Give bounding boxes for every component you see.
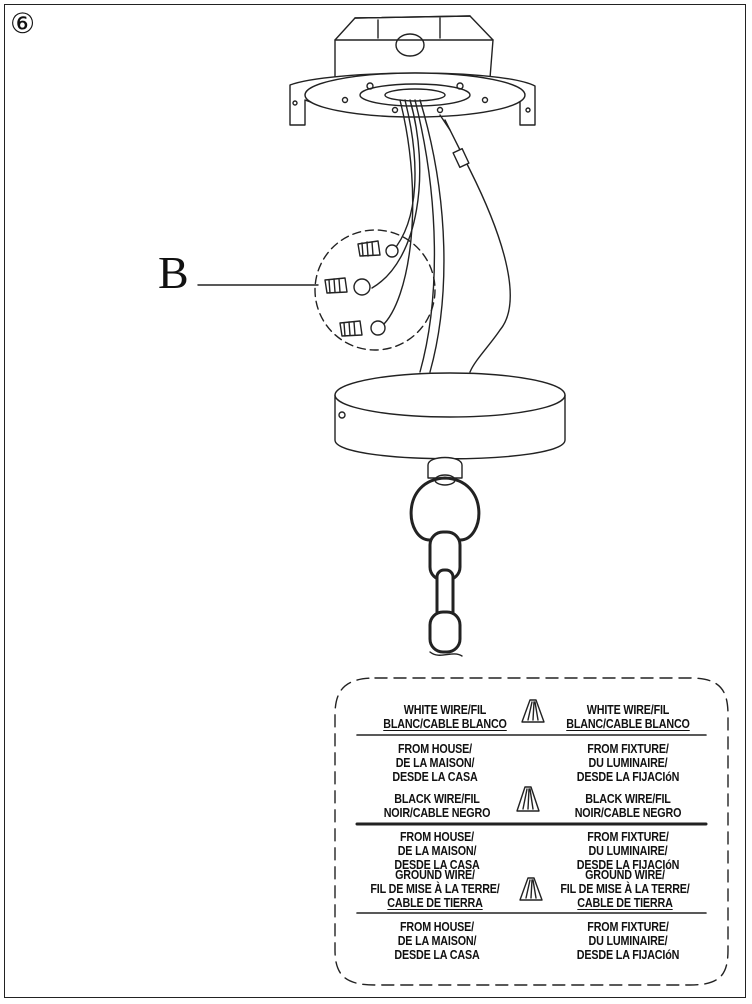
ground-wire-label-left: GROUND WIRE/ FIL DE MISE À LA TERRE/ CAB… — [370, 868, 500, 910]
loop-and-chain — [409, 456, 481, 657]
wiring-legend-outline — [334, 677, 729, 986]
from-fixture-label-1: FROM FIXTURE/ DU LUMINAIRE/ DESDE LA FIJ… — [576, 742, 680, 784]
from-house-label-2: FROM HOUSE/ DE LA MAISON/ DESDE LA CASA — [394, 830, 480, 872]
legend-wire-nuts — [516, 699, 545, 901]
black-wire-label-left: BLACK WIRE/FIL NOIR/CABLE NEGRO — [383, 792, 491, 820]
white-wire-label-left: WHITE WIRE/FIL BLANC/CABLE BLANCO — [383, 703, 507, 731]
connections-detail-circle — [314, 229, 436, 351]
from-fixture-label-2: FROM FIXTURE/ DU LUMINAIRE/ DESDE LA FIJ… — [576, 830, 680, 872]
figure-frame — [4, 4, 746, 998]
canopy — [334, 372, 566, 460]
from-fixture-label-3: FROM FIXTURE/ DU LUMINAIRE/ DESDE LA FIJ… — [576, 920, 680, 962]
supply-wires — [371, 99, 511, 373]
callout-label-b: B — [158, 247, 189, 298]
from-house-label-3: FROM HOUSE/ DE LA MAISON/ DESDE LA CASA — [394, 920, 480, 962]
white-wire-label-right: WHITE WIRE/FIL BLANC/CABLE BLANCO — [566, 703, 690, 731]
black-wire-label-right: BLACK WIRE/FIL NOIR/CABLE NEGRO — [574, 792, 682, 820]
wire-nuts — [324, 240, 399, 337]
from-house-label-1: FROM HOUSE/ DE LA MAISON/ DESDE LA CASA — [392, 742, 478, 784]
step-number: ⑥ — [10, 7, 36, 40]
ground-wire-label-right: GROUND WIRE/ FIL DE MISE À LA TERRE/ CAB… — [560, 868, 690, 910]
junction-box — [334, 15, 494, 81]
mounting-bracket — [289, 72, 536, 126]
